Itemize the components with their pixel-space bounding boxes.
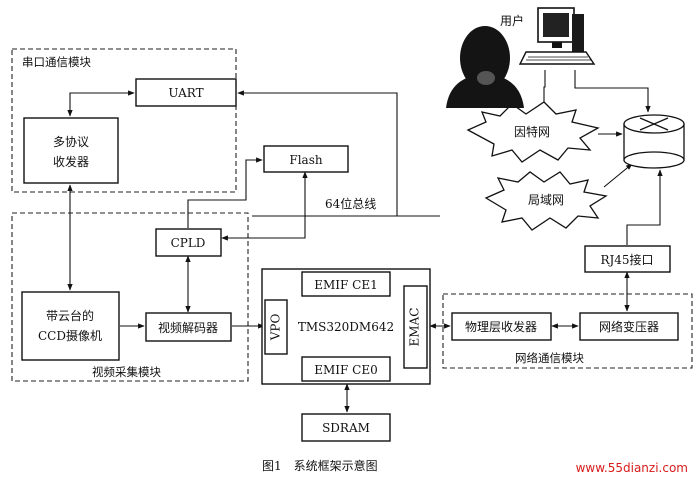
lan-label: 局域网 — [528, 193, 564, 207]
router-icon — [623, 114, 685, 169]
transceiver-label-line2: 收发器 — [53, 154, 89, 169]
cpld-flash-wire — [187, 157, 263, 228]
uart-label: UART — [168, 86, 203, 100]
phy-label: 物理层收发器 — [465, 319, 537, 334]
cpld-block — [155, 228, 222, 257]
watermark: www.55dianzi.com — [576, 461, 688, 475]
uart-block — [135, 78, 237, 107]
cpld-label: CPLD — [171, 236, 206, 250]
rj45-router-wire — [626, 169, 663, 245]
emif-ce1-label: EMIF CE1 — [314, 278, 378, 292]
transformer-block — [579, 312, 679, 341]
phy-block — [451, 312, 552, 341]
vpo-block — [264, 299, 288, 355]
bus-label: 64位总线 — [325, 196, 376, 211]
transceiver-block — [23, 117, 119, 184]
computer-internet-wire — [541, 70, 547, 114]
camera-label-line2: CCD摄像机 — [38, 328, 102, 343]
emif-ce0-label: EMIF CE0 — [314, 363, 378, 377]
figure-caption: 图1 系统框架示意图 — [262, 458, 378, 473]
user-silhouette-icon — [446, 26, 524, 108]
computer-router-wire — [574, 70, 651, 113]
vpo-label: VPO — [269, 314, 283, 342]
network-module-title: 网络通信模块 — [515, 351, 584, 365]
transformer-label: 网络变压器 — [599, 319, 659, 334]
lan-router-wire — [603, 163, 633, 188]
user-label: 用户 — [500, 13, 524, 28]
serial-module-title: 串口通信模块 — [22, 55, 91, 69]
cpld-bus-wire — [221, 216, 306, 241]
serial-module-group — [11, 48, 237, 193]
network-module-group — [442, 293, 693, 369]
video-module-title: 视频采集模块 — [92, 365, 161, 379]
rj45-block — [584, 245, 671, 273]
uart-bus-wire — [237, 90, 398, 216]
emac-block — [403, 285, 428, 369]
uart-transceiver-wire — [67, 90, 135, 117]
flash-block — [263, 145, 349, 173]
emif-ce1-block — [301, 271, 391, 297]
computer-icon — [518, 7, 596, 65]
transceiver-label-line1: 多协议 — [53, 134, 89, 149]
video-module-group — [11, 212, 249, 382]
sdram-label: SDRAM — [322, 421, 370, 435]
flash-label: Flash — [289, 153, 322, 167]
camera-label-line1: 带云台的 — [46, 308, 94, 323]
decoder-label: 视频解码器 — [158, 320, 218, 335]
emac-label: EMAC — [408, 308, 422, 347]
internet-label: 因特网 — [514, 124, 550, 139]
internet-cloud — [466, 101, 600, 163]
dsp-label: TMS320DM642 — [298, 320, 394, 334]
emif-ce0-block — [301, 356, 391, 382]
sdram-block — [301, 413, 391, 442]
decoder-block — [145, 312, 232, 342]
rj45-label: RJ45接口 — [600, 252, 653, 267]
lan-cloud — [484, 171, 608, 231]
camera-block — [21, 291, 120, 361]
